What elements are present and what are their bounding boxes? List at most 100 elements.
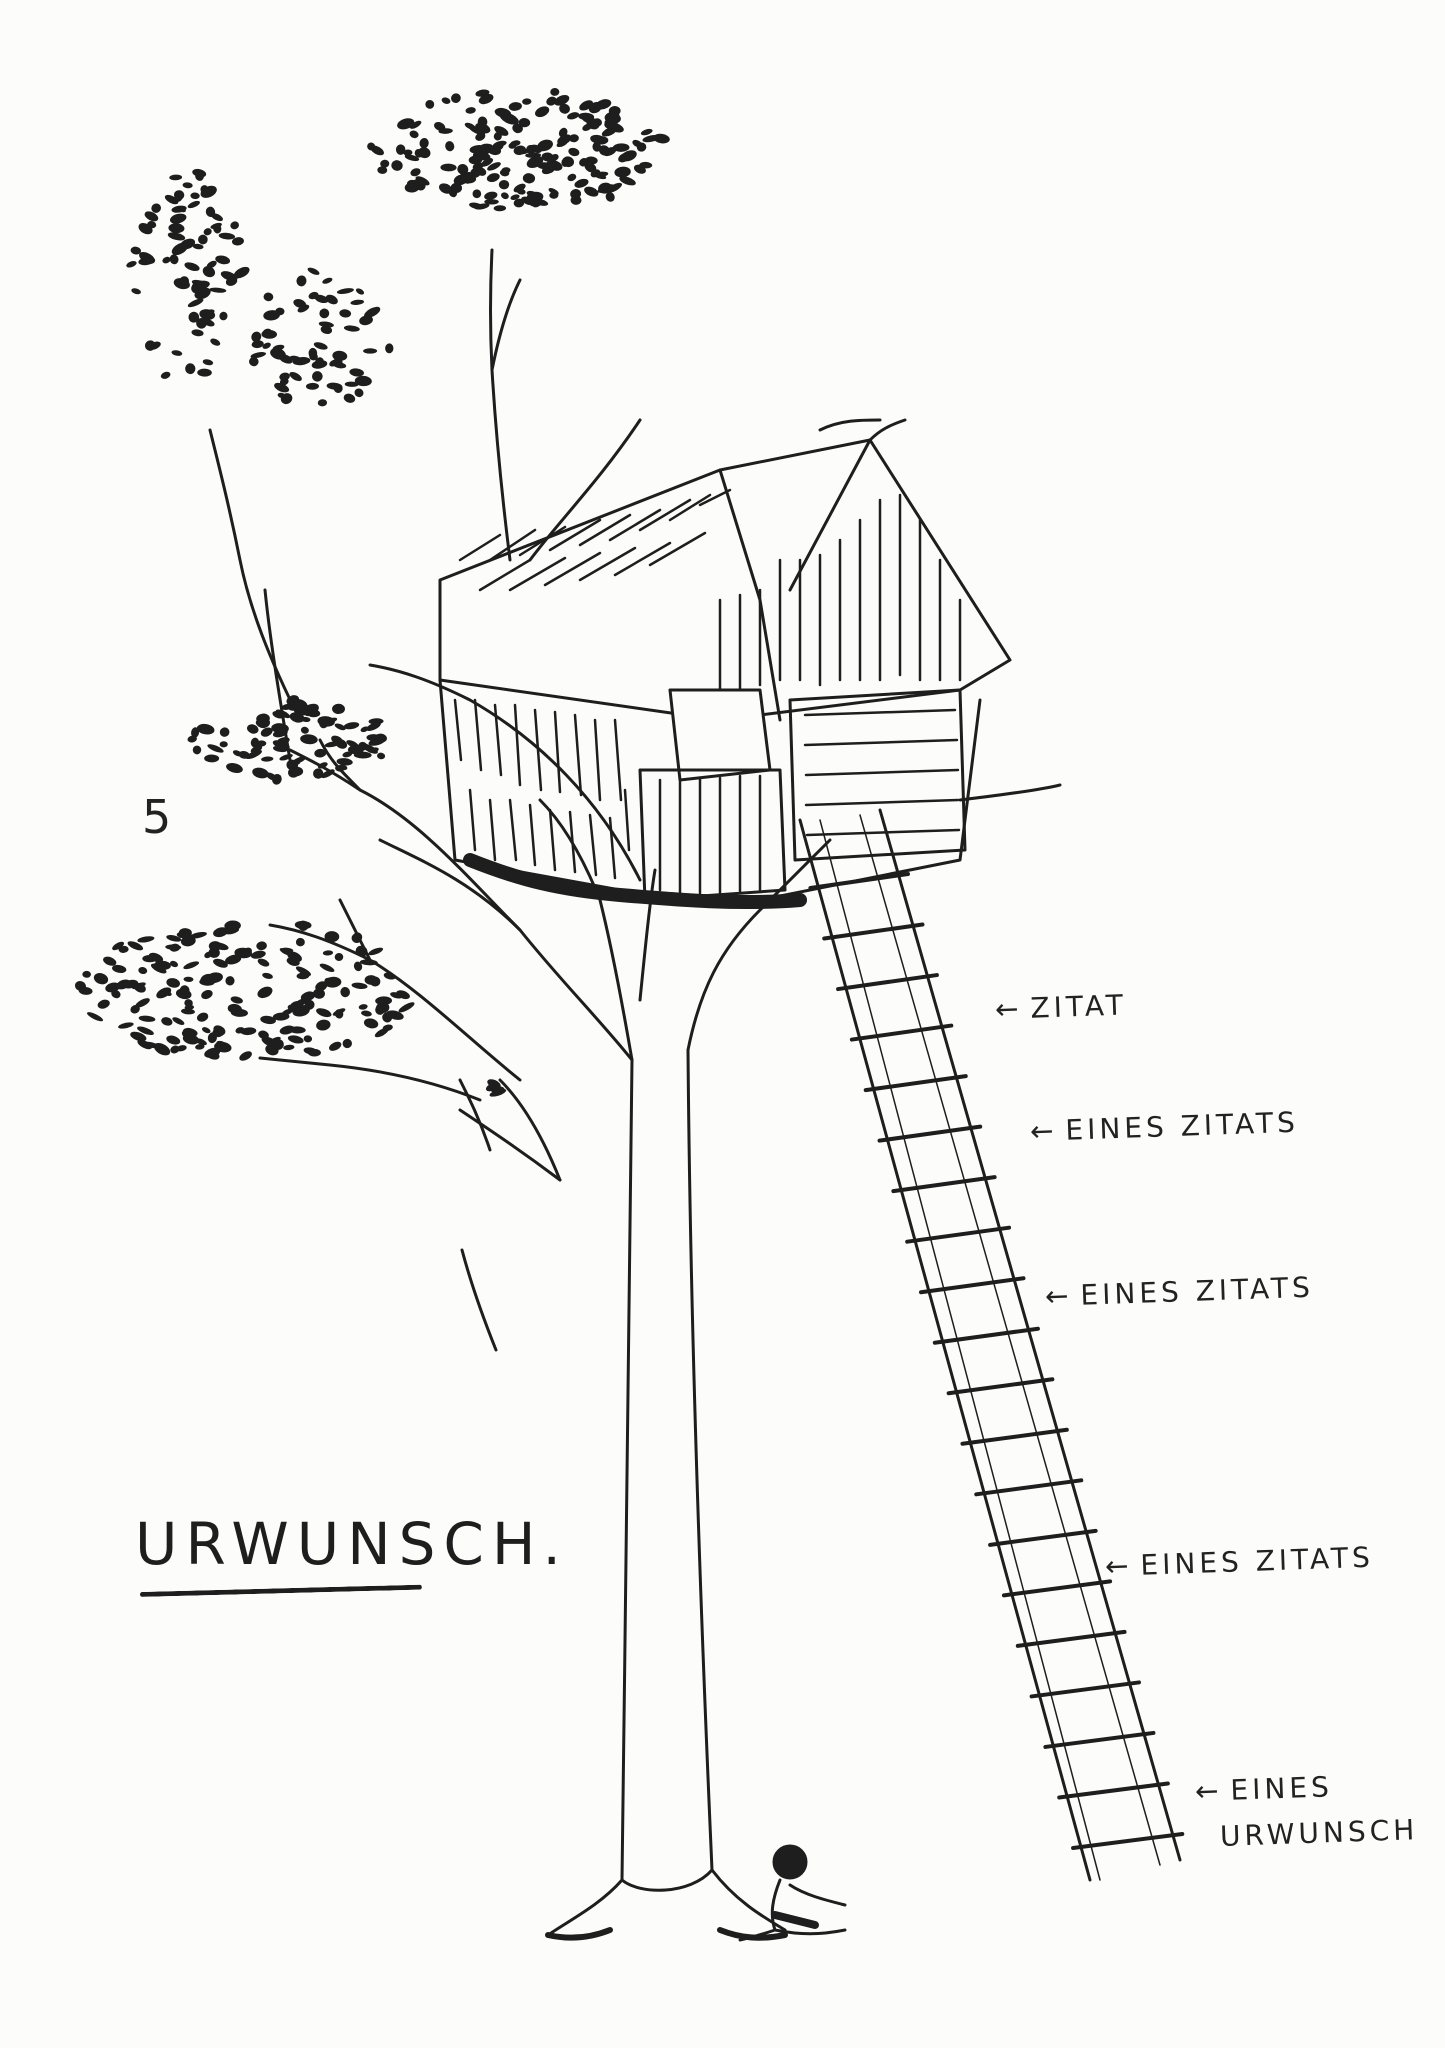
- ladder-rung: [905, 1225, 1012, 1244]
- leaf-mark: [272, 711, 284, 719]
- leaf-mark: [198, 234, 208, 245]
- leaf-mark: [112, 964, 127, 973]
- leaf-mark: [118, 945, 129, 953]
- leaf-mark: [559, 103, 571, 114]
- leaf-mark: [210, 338, 221, 346]
- drawing-title: URWUNSCH.: [135, 1510, 569, 1578]
- annotation-label-1: ←ZITAT: [994, 988, 1128, 1026]
- leaf-mark: [618, 152, 630, 163]
- leaf-mark: [251, 331, 262, 343]
- leaf-mark: [319, 308, 330, 319]
- leaf-mark: [131, 288, 141, 295]
- leaf-mark: [303, 1047, 318, 1055]
- leaf-mark: [601, 126, 618, 137]
- leaf-mark: [262, 342, 271, 349]
- ladder-rung: [974, 1478, 1084, 1497]
- ladder-rung: [849, 1023, 954, 1042]
- leaf-mark: [344, 381, 359, 387]
- ladder-rung: [1029, 1680, 1141, 1699]
- leaf-mark: [501, 192, 509, 200]
- leaf-mark: [339, 309, 352, 318]
- leaf-mark: [513, 198, 525, 208]
- leaf-mark: [130, 1031, 147, 1042]
- leaf-mark: [169, 254, 179, 265]
- leaf-mark: [425, 100, 435, 109]
- leaf-mark: [580, 113, 596, 124]
- leaf-mark: [272, 729, 288, 738]
- leaf-mark: [137, 1039, 152, 1050]
- leaf-mark: [138, 967, 148, 975]
- leaf-mark: [300, 726, 309, 734]
- leaf-mark: [377, 752, 386, 760]
- leaf-mark: [313, 342, 328, 350]
- leaf-mark: [87, 1012, 104, 1022]
- leaf-mark: [441, 97, 451, 104]
- leaf-mark: [164, 194, 179, 205]
- leaf-mark: [206, 972, 223, 983]
- leaf-mark: [194, 287, 211, 300]
- leaf-mark: [468, 125, 486, 136]
- annotation-label-5: ←EINES: [1194, 1770, 1334, 1808]
- leaf-mark: [279, 372, 290, 381]
- leaf-mark: [181, 1030, 195, 1040]
- leaf-mark: [233, 266, 250, 279]
- leaf-mark: [265, 1044, 279, 1056]
- leaf-mark: [640, 128, 653, 136]
- leaf-mark: [203, 228, 212, 236]
- leaf-mark: [192, 243, 204, 250]
- leaf-mark: [209, 287, 227, 293]
- leaf-mark: [512, 123, 523, 134]
- leaf-mark: [359, 315, 373, 326]
- tree-branches: [208, 248, 832, 1352]
- leaf-mark: [567, 173, 577, 182]
- leaf-mark: [204, 754, 220, 763]
- leaf-mark: [478, 93, 494, 105]
- leaf-mark: [230, 996, 243, 1004]
- leaf-mark: [93, 973, 109, 985]
- leaf-mark: [166, 1035, 181, 1045]
- leaf-mark: [535, 106, 550, 118]
- leaf-mark: [249, 357, 259, 367]
- ladder-rung: [1071, 1832, 1185, 1850]
- leaf-mark: [218, 232, 236, 240]
- leaf-mark: [316, 1008, 332, 1018]
- leaf-mark: [445, 141, 455, 152]
- leaf-mark: [308, 347, 318, 359]
- leaf-mark: [175, 206, 186, 213]
- ladder-rung: [822, 922, 925, 941]
- leaf-mark: [272, 740, 290, 750]
- leaf-mark: [481, 158, 494, 167]
- leaf-mark: [557, 134, 572, 145]
- leaf-mark: [171, 242, 188, 256]
- leaf-mark: [111, 989, 121, 999]
- leaf-mark: [197, 1012, 209, 1022]
- leaf-mark: [343, 722, 360, 730]
- leaf-mark: [227, 1003, 242, 1014]
- leaf-mark: [161, 989, 172, 997]
- ladder-rung: [1001, 1579, 1113, 1598]
- leaf-mark: [499, 169, 510, 177]
- leaf-mark: [277, 392, 287, 399]
- ladder-rung: [836, 973, 939, 992]
- leaf-mark: [493, 205, 507, 212]
- leaf-mark: [314, 748, 327, 758]
- leaf-mark: [317, 399, 328, 407]
- leaf-mark: [200, 185, 209, 194]
- leaf-mark: [126, 261, 137, 268]
- leaf-mark: [272, 344, 285, 351]
- leaf-mark: [568, 147, 580, 157]
- leaf-mark: [292, 1005, 310, 1017]
- leaf-mark: [176, 931, 186, 937]
- leaf-mark: [334, 723, 346, 731]
- leaf-mark: [256, 713, 270, 724]
- leaf-mark: [321, 769, 335, 779]
- leaf-mark: [409, 120, 422, 129]
- leaf-mark: [97, 999, 110, 1009]
- leaf-mark: [167, 232, 186, 241]
- ladder-rung: [1057, 1781, 1170, 1800]
- leaf-mark: [508, 102, 522, 111]
- arrow-left-icon: ←: [1104, 1549, 1130, 1583]
- leaf-mark: [286, 759, 299, 771]
- leaf-mark: [127, 941, 144, 951]
